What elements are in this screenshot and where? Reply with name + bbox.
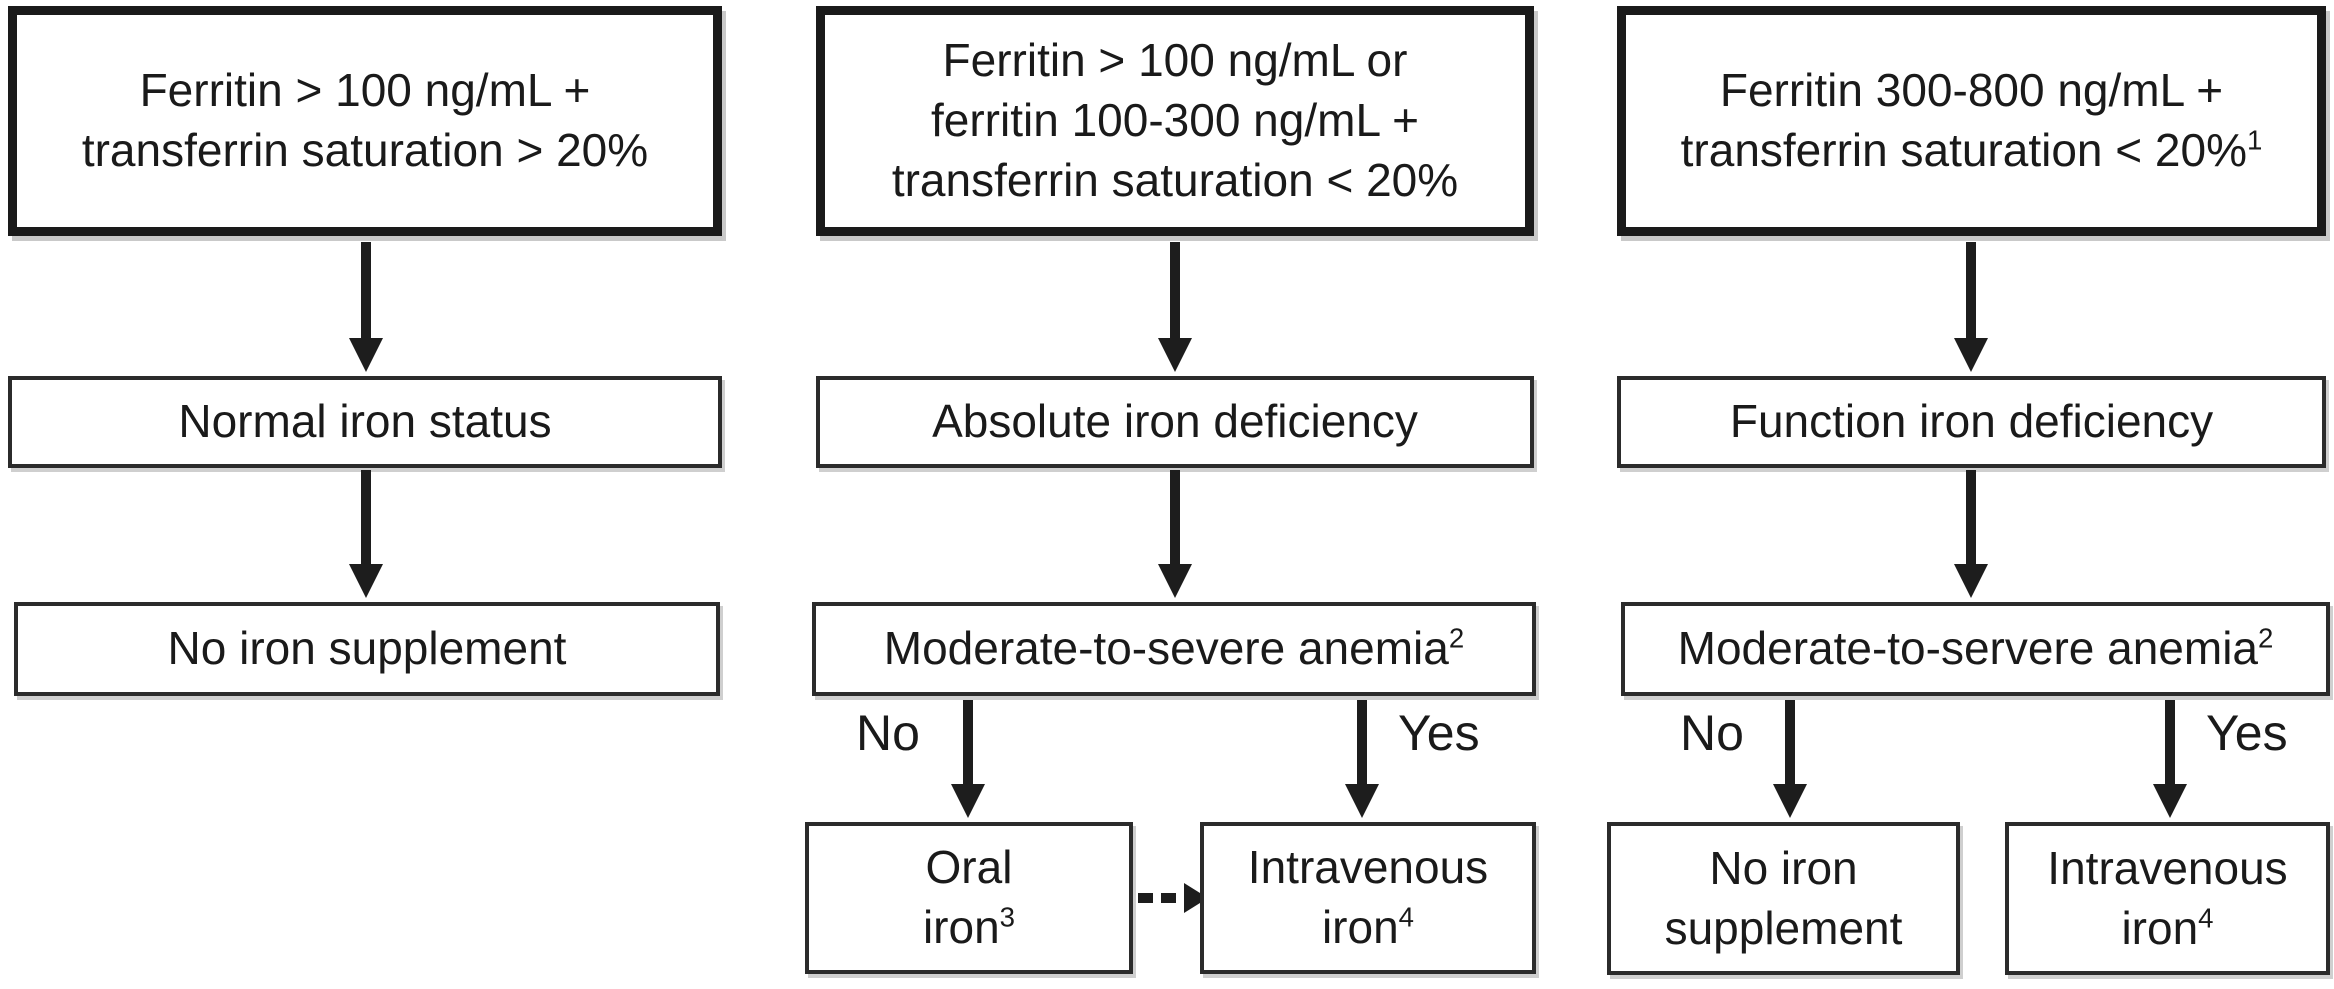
arrow-down-icon <box>1954 242 1988 372</box>
arrow-down-icon <box>1954 470 1988 598</box>
arrow-down-icon <box>1345 700 1379 818</box>
condition-sup-col3: 1 <box>2247 124 2263 156</box>
arrow-down-icon <box>349 470 383 598</box>
condition-box-col3: Ferritin 300-800 ng/mL + transferrin sat… <box>1617 6 2326 236</box>
decision-text-col3-main: Moderate-to-servere anemia <box>1677 622 2258 675</box>
outcome-sup-intravenous-iron-col3: 4 <box>2198 902 2214 934</box>
decision-text-col3: Moderate-to-servere anemia2 <box>1678 619 2274 679</box>
arrow-head <box>1345 784 1379 818</box>
arrow-stem <box>1170 470 1180 564</box>
decision-box-col2: Moderate-to-severe anemia2 <box>812 602 1536 696</box>
status-text-col3: Function iron deficiency <box>1730 392 2213 452</box>
branch-label-no-col2: No <box>856 705 920 761</box>
arrow-head <box>1158 564 1192 598</box>
outcome-box-intravenous-iron-col2: Intravenous iron4 <box>1200 822 1536 974</box>
branch-label-yes-col2: Yes <box>1398 705 1480 761</box>
arrow-head <box>1954 338 1988 372</box>
outcome-text-col1-main: No iron supplement <box>167 622 567 675</box>
status-text-col1: Normal iron status <box>178 392 551 452</box>
arrow-head <box>2153 784 2187 818</box>
status-box-col3: Function iron deficiency <box>1617 376 2326 468</box>
condition-text-col1: Ferritin > 100 ng/mL + transferrin satur… <box>82 61 648 181</box>
arrow-dashed-right-icon <box>1138 883 1208 913</box>
arrow-head <box>349 338 383 372</box>
arrow-stem <box>2165 700 2175 784</box>
branch-label-no-col3: No <box>1680 705 1744 761</box>
condition-text-col3: Ferritin 300-800 ng/mL + transferrin sat… <box>1681 61 2263 181</box>
condition-text-col2: Ferritin > 100 ng/mL or ferritin 100-300… <box>892 31 1458 210</box>
outcome-sup-oral-iron: 3 <box>999 901 1016 933</box>
arrow-stem <box>1785 700 1795 784</box>
outcome-text-no-iron-supplement-col3-main: No iron supplement <box>1664 841 1903 954</box>
decision-box-col3: Moderate-to-servere anemia2 <box>1621 602 2330 696</box>
condition-box-col2: Ferritin > 100 ng/mL or ferritin 100-300… <box>816 6 1534 236</box>
arrow-down-icon <box>1158 242 1192 372</box>
arrow-head <box>951 784 985 818</box>
arrow-head <box>1158 338 1192 372</box>
outcome-text-no-iron-supplement-col3: No iron supplement <box>1665 839 1903 959</box>
arrow-stem <box>1170 242 1180 338</box>
arrow-down-icon <box>349 242 383 372</box>
decision-text-col2-main: Moderate-to-severe anemia <box>883 622 1449 675</box>
arrow-stem <box>963 700 973 784</box>
outcome-box-no-iron-supplement-col3: No iron supplement <box>1607 822 1960 975</box>
status-box-col1: Normal iron status <box>8 376 722 468</box>
arrow-down-icon <box>951 700 985 818</box>
arrow-down-icon <box>1773 700 1807 818</box>
status-text-col3-main: Function iron deficiency <box>1729 395 2214 448</box>
condition-text-col3-main: Ferritin 300-800 ng/mL + transferrin sat… <box>1680 64 2247 176</box>
outcome-sup-intravenous-iron-col2: 4 <box>1398 901 1415 933</box>
condition-text-col1-main: Ferritin > 100 ng/mL + transferrin satur… <box>81 64 649 176</box>
arrow-stem <box>1357 700 1367 784</box>
arrow-stem <box>361 242 371 338</box>
status-text-col1-main: Normal iron status <box>178 395 552 448</box>
condition-box-col1: Ferritin > 100 ng/mL + transferrin satur… <box>8 6 722 236</box>
status-text-col2: Absolute iron deficiency <box>932 392 1418 452</box>
status-text-col2-main: Absolute iron deficiency <box>932 395 1418 448</box>
outcome-box-intravenous-iron-col3: Intravenous iron4 <box>2005 822 2330 975</box>
outcome-text-intravenous-iron-col2-main: Intravenous iron <box>1247 841 1489 953</box>
outcome-text-oral-iron: Oral iron3 <box>923 838 1015 958</box>
outcome-text-intravenous-iron-col3: Intravenous iron4 <box>2047 839 2287 959</box>
outcome-box-col1: No iron supplement <box>14 602 720 696</box>
arrow-stem <box>361 470 371 564</box>
arrow-head <box>349 564 383 598</box>
arrow-stem <box>1966 470 1976 564</box>
outcome-text-intravenous-iron-col3-main: Intravenous iron <box>2047 841 2288 954</box>
decision-sup-col3: 2 <box>2258 622 2274 654</box>
outcome-text-col1: No iron supplement <box>168 619 567 679</box>
arrow-down-icon <box>1158 470 1192 598</box>
decision-text-col2: Moderate-to-severe anemia2 <box>884 619 1464 679</box>
arrow-stem <box>1966 242 1976 338</box>
arrow-head <box>1773 784 1807 818</box>
condition-text-col2-main: Ferritin > 100 ng/mL or ferritin 100-300… <box>891 34 1459 206</box>
arrow-head <box>1954 564 1988 598</box>
outcome-text-oral-iron-main: Oral iron <box>922 841 1013 953</box>
arrow-dash <box>1161 893 1176 903</box>
branch-label-yes-col3: Yes <box>2206 705 2288 761</box>
decision-sup-col2: 2 <box>1448 622 1465 654</box>
outcome-box-oral-iron: Oral iron3 <box>805 822 1133 974</box>
outcome-text-intravenous-iron-col2: Intravenous iron4 <box>1248 838 1488 958</box>
arrow-dash <box>1138 893 1153 903</box>
status-box-col2: Absolute iron deficiency <box>816 376 1534 468</box>
arrow-down-icon <box>2153 700 2187 818</box>
